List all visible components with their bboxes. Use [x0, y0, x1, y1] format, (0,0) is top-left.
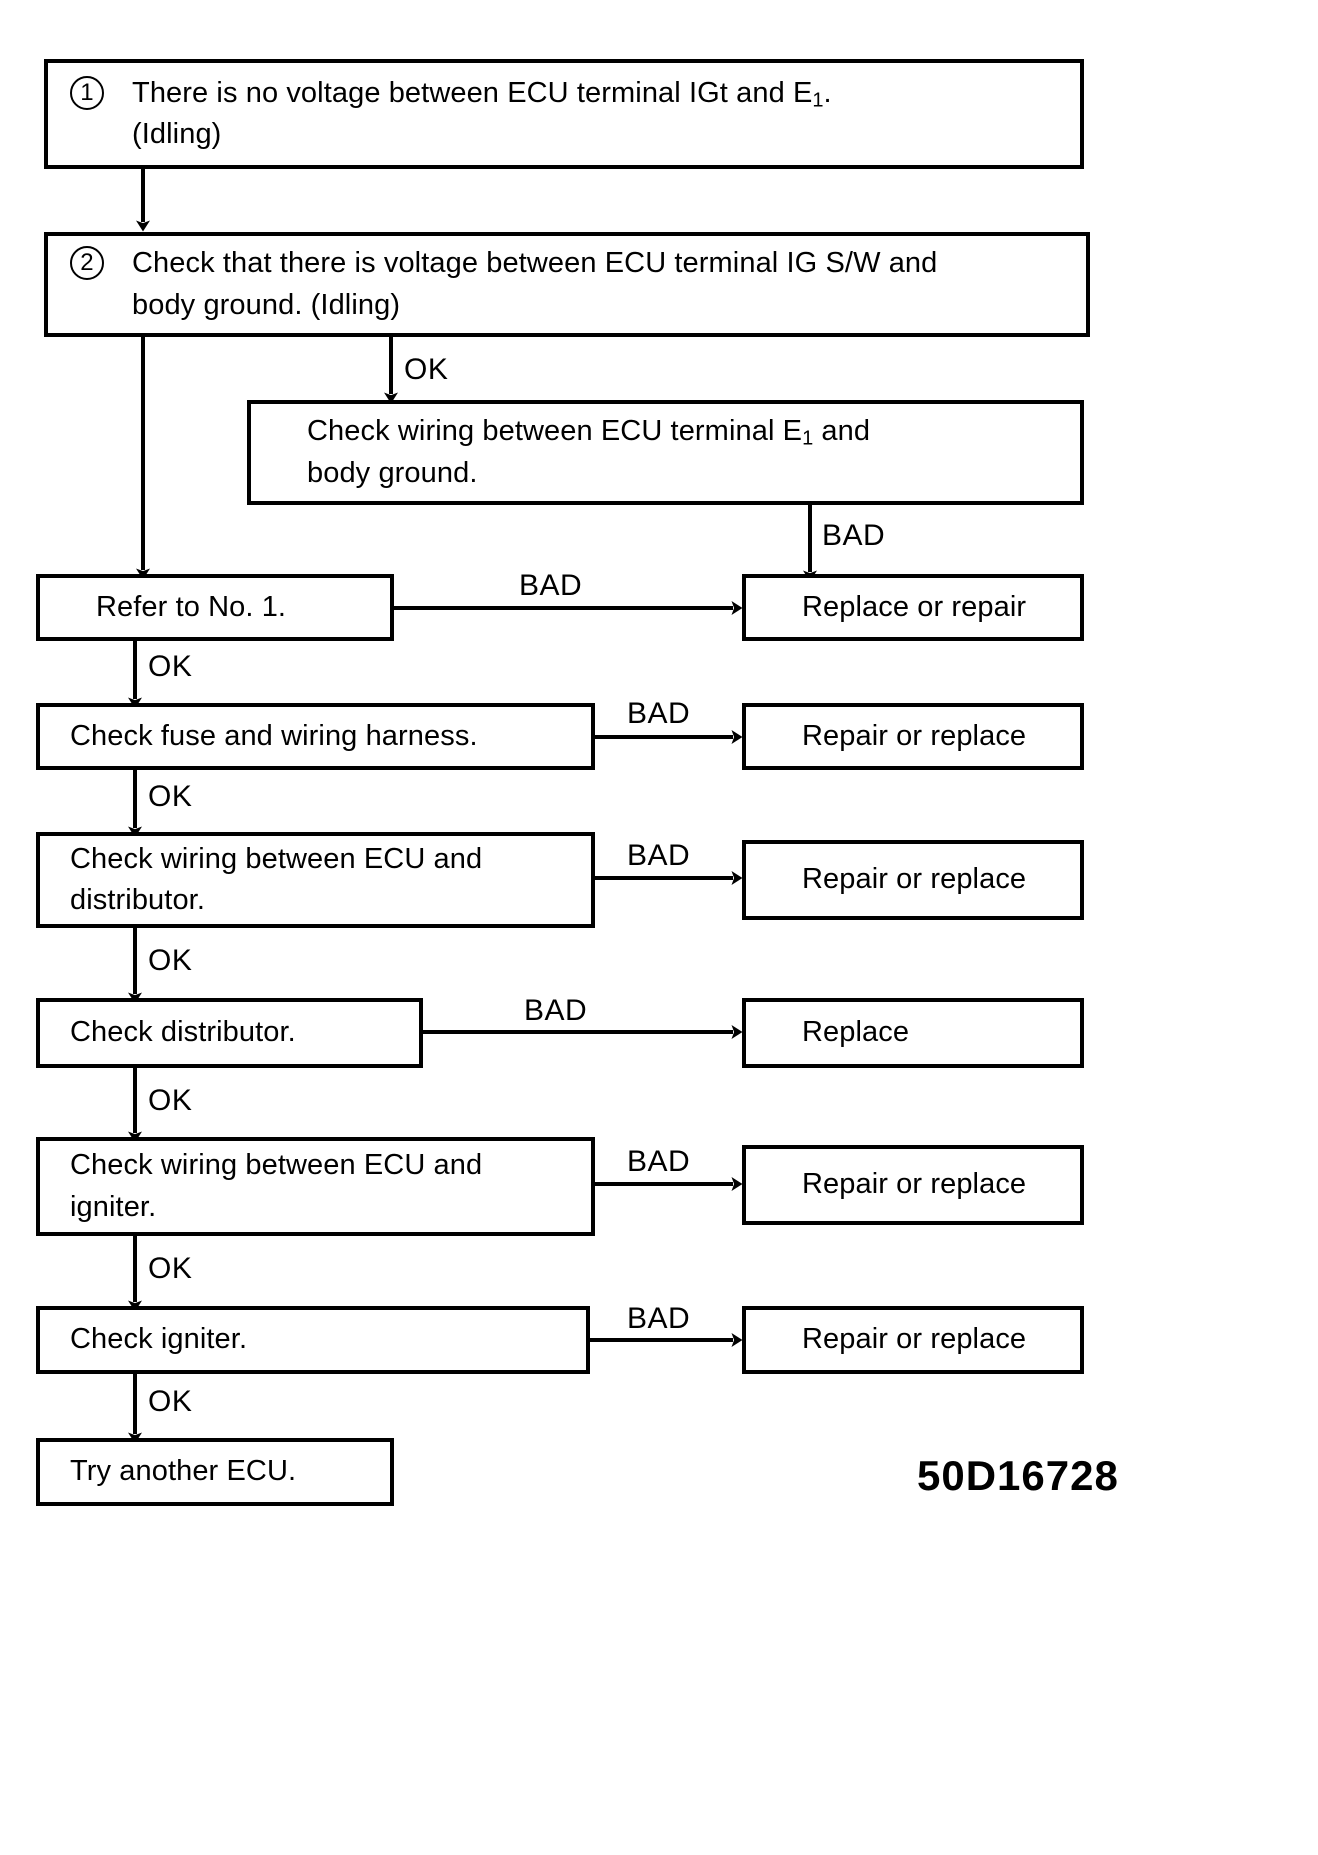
- edge-label-bad-b4-b5: BAD: [519, 569, 583, 602]
- check-igniter-box: Check igniter.: [36, 1306, 590, 1374]
- edge-label-bad-b6-b7: BAD: [627, 697, 691, 730]
- check-wiring-e1-line1: Check wiring between ECU terminal E1 and: [307, 415, 871, 450]
- step-number-badge: 2: [70, 246, 104, 281]
- step-box-1: 1 There is no voltage between ECU termin…: [44, 59, 1084, 169]
- replace-box: Replace: [742, 998, 1084, 1068]
- step-box-2: 2 Check that there is voltage between EC…: [44, 232, 1090, 337]
- repair-or-replace-label-2: Repair or replace: [802, 863, 1027, 896]
- repair-or-replace-box-2: Repair or replace: [742, 840, 1084, 920]
- edge-label-bad-b8-b9: BAD: [627, 839, 691, 872]
- edge-label-bad-b12-b13: BAD: [627, 1145, 691, 1178]
- figure-code: 50D16728: [917, 1452, 1119, 1499]
- edge-label-ok-b10-b12: OK: [148, 1084, 193, 1117]
- check-wiring-distributor-line1: Check wiring between ECU and: [70, 842, 483, 875]
- check-distributor-box: Check distributor.: [36, 998, 423, 1068]
- step-box-1-line1: There is no voltage between ECU terminal…: [132, 76, 832, 111]
- check-wiring-e1-box: Check wiring between ECU terminal E1 and…: [247, 400, 1084, 505]
- check-wiring-igniter-line2: igniter.: [70, 1190, 157, 1223]
- try-another-ecu-box: Try another ECU.: [36, 1438, 394, 1506]
- replace-or-repair-label-1: Replace or repair: [802, 590, 1027, 623]
- replace-or-repair-box-1: Replace or repair: [742, 574, 1084, 641]
- check-distributor-label: Check distributor.: [70, 1016, 296, 1049]
- step-box-2-line2: body ground. (Idling): [132, 288, 401, 321]
- check-wiring-igniter-line1: Check wiring between ECU and: [70, 1149, 483, 1182]
- check-igniter-label: Check igniter.: [70, 1323, 248, 1356]
- repair-or-replace-box-3: Repair or replace: [742, 1145, 1084, 1225]
- edge-label-ok-b6-b8: OK: [148, 780, 193, 813]
- edge-label-bad-b10-b11: BAD: [524, 994, 588, 1027]
- check-wiring-distributor-line2: distributor.: [70, 884, 205, 916]
- check-wiring-e1-line2: body ground.: [307, 456, 478, 489]
- refer-to-no1-box: Refer to No. 1.: [36, 574, 394, 641]
- check-fuse-box: Check fuse and wiring harness.: [36, 703, 595, 770]
- edge-label-ok-b12-b14: OK: [148, 1252, 193, 1285]
- step-box-1-line2: (Idling): [132, 118, 222, 151]
- edge-label-ok-b2-b3: OK: [404, 353, 449, 386]
- repair-or-replace-label-4: Repair or replace: [802, 1323, 1027, 1356]
- edge-label-bad-b14-b15: BAD: [627, 1302, 691, 1335]
- repair-or-replace-box-1: Repair or replace: [742, 703, 1084, 770]
- repair-or-replace-label-1: Repair or replace: [802, 719, 1027, 752]
- edge-label-ok-b4-b6: OK: [148, 650, 193, 683]
- step-box-2-line1: Check that there is voltage between ECU …: [132, 247, 938, 280]
- step-number-badge: 1: [70, 75, 104, 110]
- try-another-ecu-label: Try another ECU.: [70, 1455, 297, 1488]
- edge-label-ok-b14-b16: OK: [148, 1385, 193, 1418]
- edge-label-bad-b3-b5: BAD: [822, 519, 886, 552]
- check-wiring-distributor-box: Check wiring between ECU and distributor…: [36, 832, 595, 928]
- check-wiring-igniter-box: Check wiring between ECU and igniter.: [36, 1137, 595, 1236]
- repair-or-replace-label-3: Repair or replace: [802, 1168, 1027, 1201]
- refer-to-no1-label: Refer to No. 1.: [96, 590, 287, 623]
- replace-label: Replace: [802, 1016, 910, 1049]
- edge-label-ok-b8-b10: OK: [148, 944, 193, 977]
- repair-or-replace-box-4: Repair or replace: [742, 1306, 1084, 1374]
- check-fuse-label: Check fuse and wiring harness.: [70, 719, 478, 752]
